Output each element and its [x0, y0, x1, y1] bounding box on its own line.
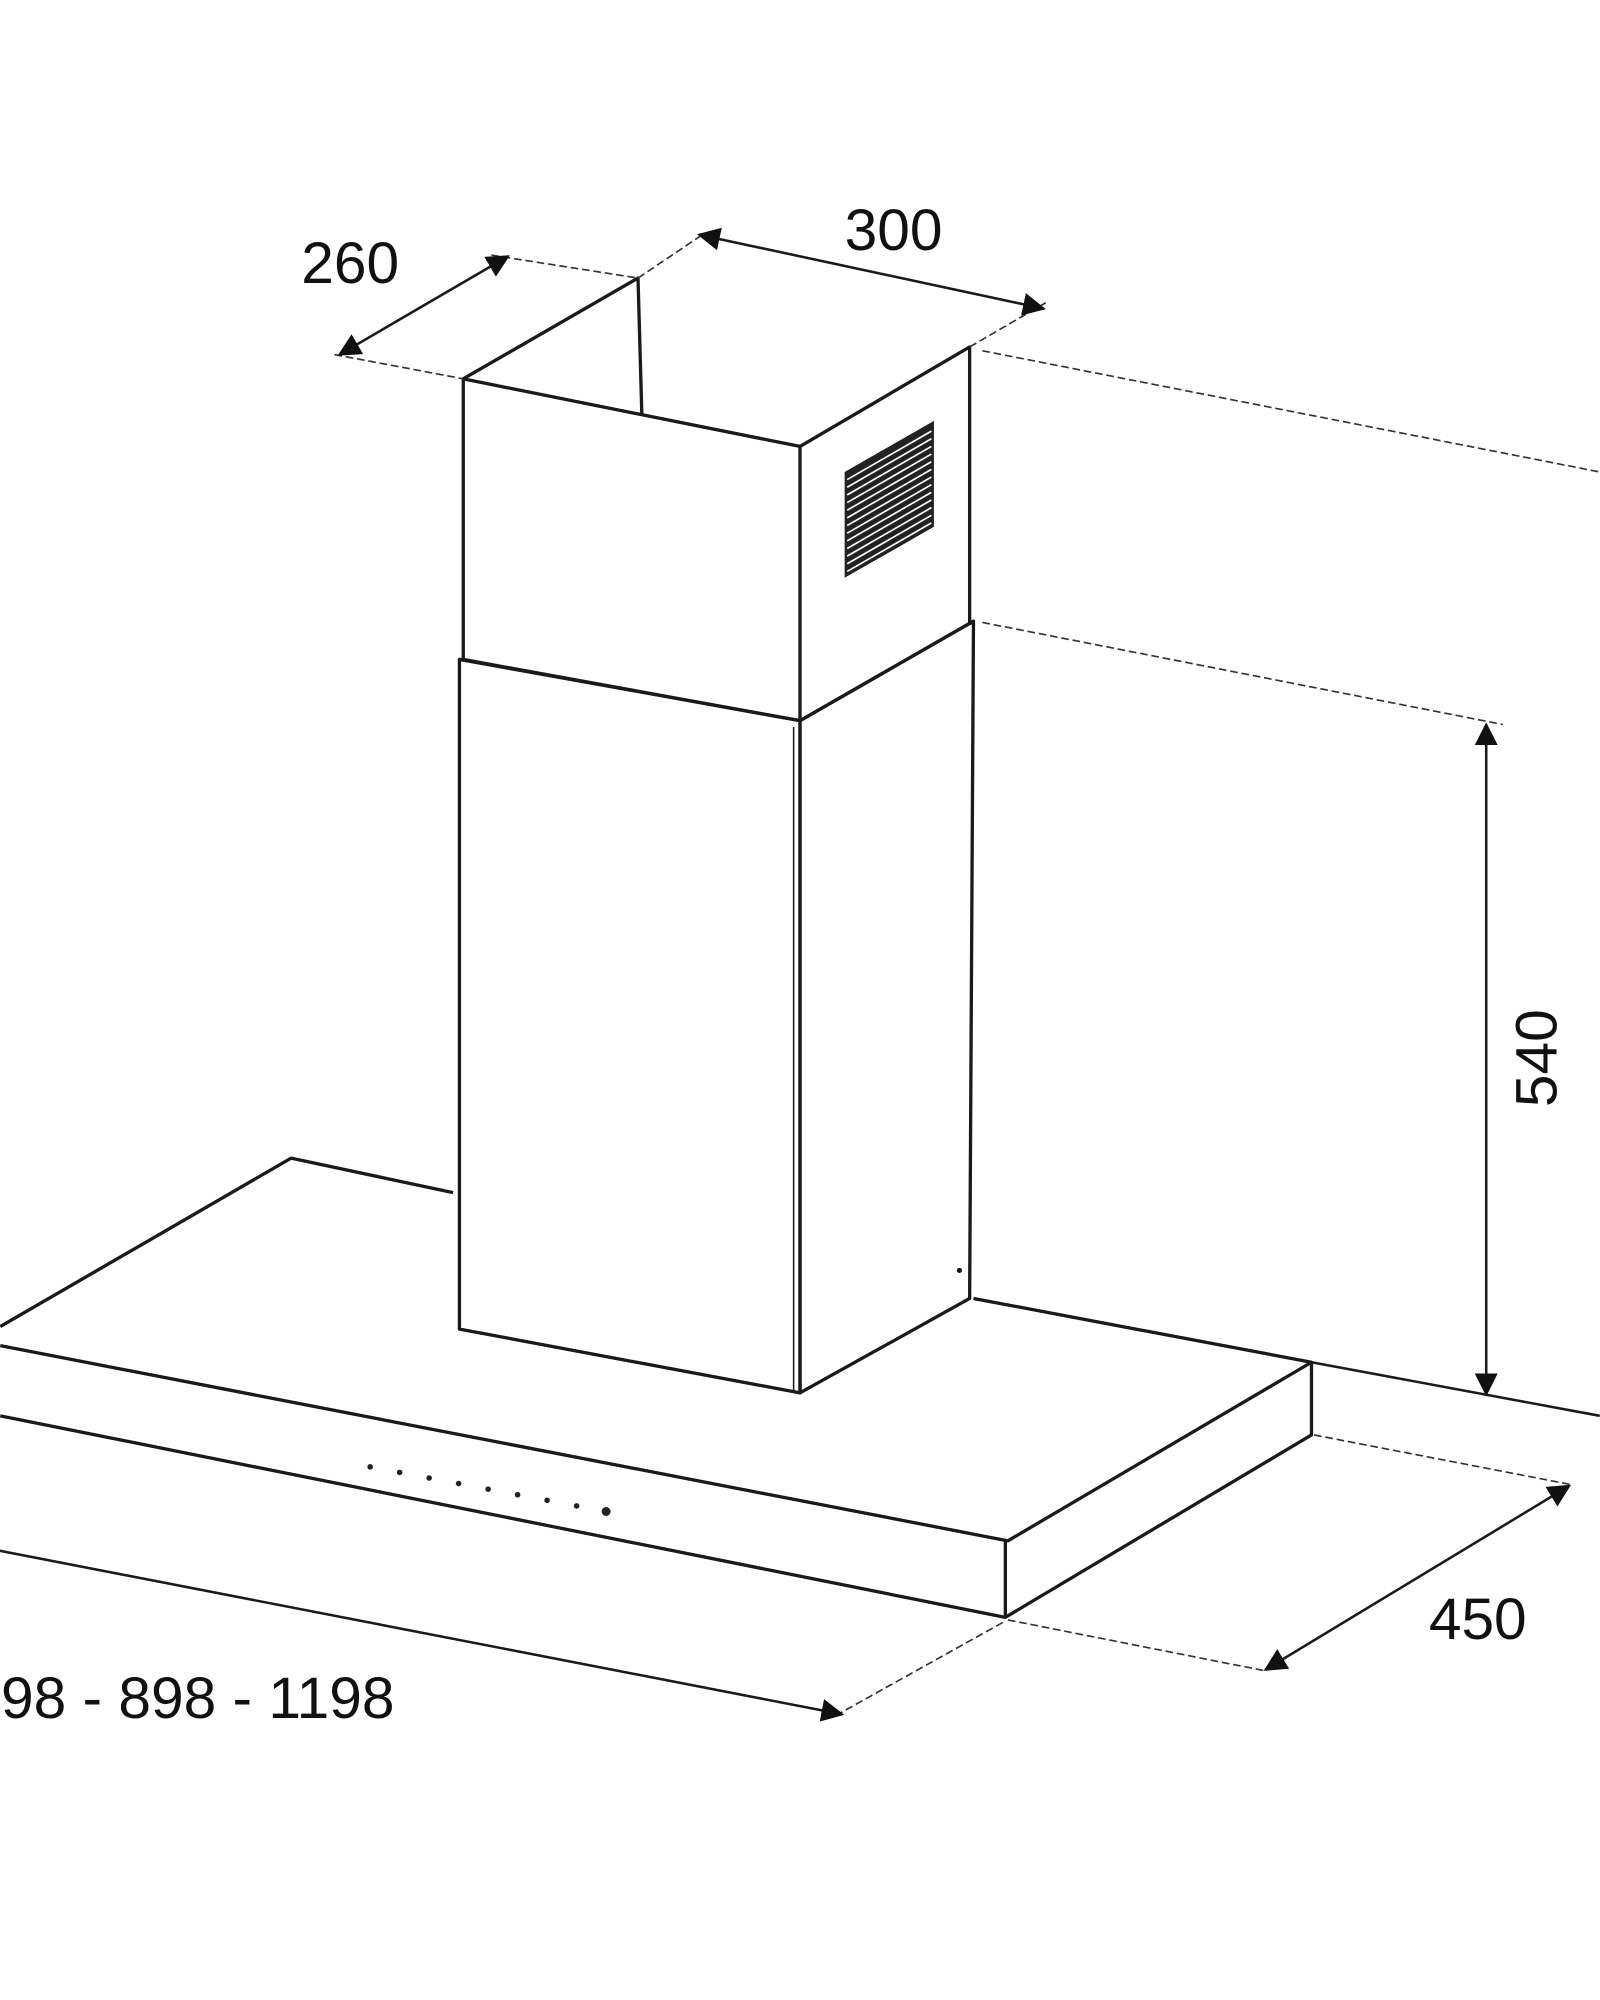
- label-260: 260: [301, 231, 399, 296]
- label-300: 300: [845, 198, 943, 263]
- hood-canopy: [0, 1156, 1314, 1620]
- dimension-arrow-450: [1263, 1484, 1572, 1671]
- extension-lines: [334, 232, 1600, 1717]
- grille-slat: [846, 506, 932, 557]
- led-dot: [455, 1480, 462, 1487]
- grille-slat: [846, 445, 932, 496]
- grille-slat: [846, 453, 932, 504]
- grille-slat: [846, 522, 932, 573]
- grille-slat: [846, 499, 932, 550]
- grille-slat: [846, 430, 932, 481]
- chimney: [457, 276, 976, 1395]
- vent-grille-icon: [844, 420, 934, 578]
- grille-slat: [846, 491, 932, 542]
- label-540: 540: [1504, 1009, 1569, 1107]
- dimension-arrow-width: [0, 1549, 845, 1722]
- led-dot: [601, 1507, 611, 1516]
- led-dot: [367, 1464, 373, 1470]
- led-dot: [544, 1497, 550, 1504]
- label-hood-widths: 598 - 898 - 1198: [0, 1666, 394, 1731]
- led-dot: [573, 1503, 580, 1509]
- led-dot: [396, 1469, 403, 1476]
- control-led-dots: [367, 1464, 611, 1516]
- grille-slat: [846, 468, 932, 519]
- grille-slat: [846, 514, 932, 565]
- dimension-arrow-260: [337, 255, 510, 356]
- grille-slat: [846, 461, 932, 511]
- led-dot: [426, 1475, 432, 1481]
- grille-slat: [846, 438, 932, 488]
- grille-slat: [846, 483, 932, 534]
- led-dot: [485, 1486, 491, 1492]
- led-dot: [514, 1491, 521, 1498]
- grille-slat: [846, 476, 932, 527]
- dimension-arrow-300: [696, 227, 1046, 316]
- label-450: 450: [1429, 1587, 1527, 1652]
